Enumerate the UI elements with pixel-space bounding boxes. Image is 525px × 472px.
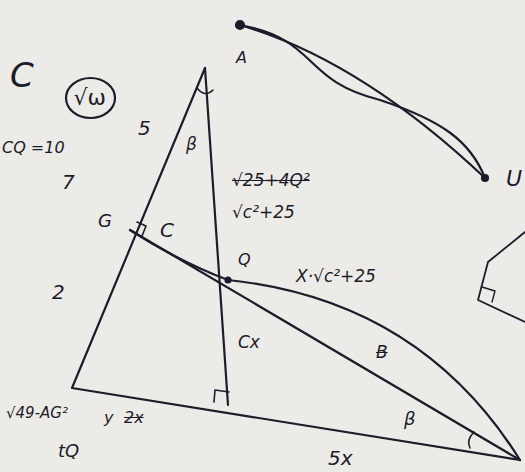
sketch-label: √c²+25 [232, 204, 295, 221]
sketch-label: √49-AG² [6, 406, 68, 421]
sketch-label: 2 [52, 282, 65, 302]
sketch-label: CQ =10 [2, 140, 65, 156]
sketch-label: 7 [62, 172, 75, 192]
altitude [205, 68, 228, 405]
point [226, 278, 231, 283]
segment [130, 230, 228, 280]
sketch-label: Q [238, 252, 251, 268]
sketch-label: X·√c²+25 [296, 268, 376, 285]
sketch-label: β [404, 410, 416, 428]
sketch-label: Cx [238, 334, 260, 351]
segment [130, 230, 520, 460]
sketch-label: β [186, 136, 197, 153]
node-text: √ω [74, 87, 106, 109]
circle-outline [66, 78, 115, 118]
angle-arc [197, 88, 213, 94]
sketch-label: B [376, 344, 388, 361]
sketch-label: y [104, 410, 113, 426]
sketch-label: U [506, 168, 522, 190]
sketch-label: 5 [138, 118, 151, 138]
curve [240, 25, 485, 178]
sketch-label: 2x [124, 410, 144, 426]
triangle-side [72, 68, 520, 460]
sketch-label: tQ [58, 442, 79, 460]
sketch-label: C [10, 58, 34, 92]
sketch-label: 5x [328, 448, 353, 468]
angle-arc [469, 432, 474, 448]
sketch-label: √25+4Q² [232, 172, 310, 189]
circled-note: √ω [64, 76, 117, 120]
sketch-label: C [160, 220, 174, 240]
right-angle-mark [214, 390, 229, 402]
right-angle-mark [482, 287, 495, 302]
fragment [478, 232, 525, 322]
sketch-label: A [236, 50, 247, 66]
curve [228, 280, 520, 460]
segment [240, 25, 485, 178]
sketch-label: G [98, 212, 112, 230]
right-angle-mark [137, 222, 146, 236]
